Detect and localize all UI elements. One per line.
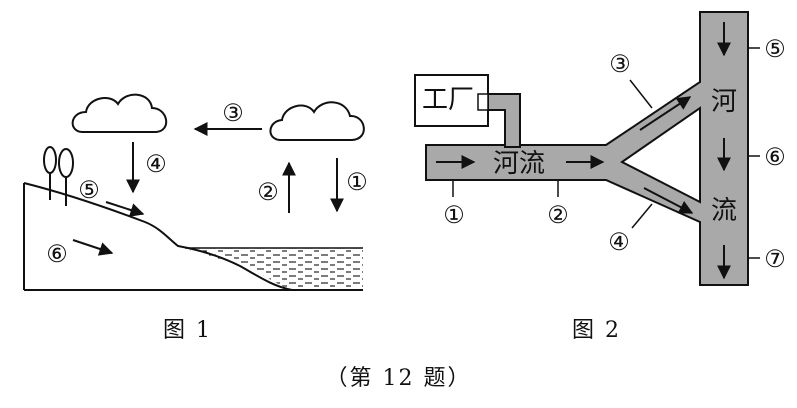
label-3: ③ xyxy=(222,99,244,127)
point-7: ⑦ xyxy=(764,245,786,273)
point-3: ③ xyxy=(609,50,631,78)
point-4: ④ xyxy=(608,228,630,256)
point-2: ② xyxy=(547,201,569,229)
leader-3 xyxy=(629,79,653,109)
cloud-right xyxy=(269,101,365,141)
arrow-6-underground xyxy=(72,239,114,256)
arrow-5-surface xyxy=(105,201,145,217)
discharge-pipe xyxy=(483,93,521,148)
factory-outlet xyxy=(477,93,489,111)
point-1: ① xyxy=(443,201,465,229)
river-channel-label: 河流 xyxy=(493,149,545,179)
figure1-caption: 图 1 xyxy=(163,318,212,343)
figure2-caption: 图 2 xyxy=(572,318,621,343)
leader-4 xyxy=(631,203,653,229)
point-5: ⑤ xyxy=(764,35,786,63)
figure1-water-cycle: ③ ④ ② ① ⑤ ⑥ xyxy=(23,93,368,291)
river-island xyxy=(620,106,701,204)
cloud-left xyxy=(71,93,167,133)
label-6: ⑥ xyxy=(46,240,68,268)
flow-arrow-lower-branch xyxy=(643,187,694,214)
label-5: ⑤ xyxy=(78,176,100,204)
flow-arrow-upper-branch xyxy=(639,96,692,131)
river-shape xyxy=(425,11,749,286)
factory-box xyxy=(414,74,489,127)
label-2: ② xyxy=(257,178,279,206)
figure2-river-system: 工厂 河流 河 流 ① ② ③ ④ ⑤ ⑥ ⑦ xyxy=(414,11,786,286)
trees-icon xyxy=(43,146,74,206)
label-4: ④ xyxy=(145,150,167,178)
label-1: ① xyxy=(346,168,368,196)
main-river-char-bottom: 流 xyxy=(711,196,737,226)
point-6: ⑥ xyxy=(764,143,786,171)
factory-label: 工厂 xyxy=(422,85,474,115)
question-number: （第 12 题） xyxy=(325,366,472,391)
land-slope xyxy=(23,182,293,291)
main-river-char-top: 河 xyxy=(711,87,737,117)
sea xyxy=(185,248,363,290)
